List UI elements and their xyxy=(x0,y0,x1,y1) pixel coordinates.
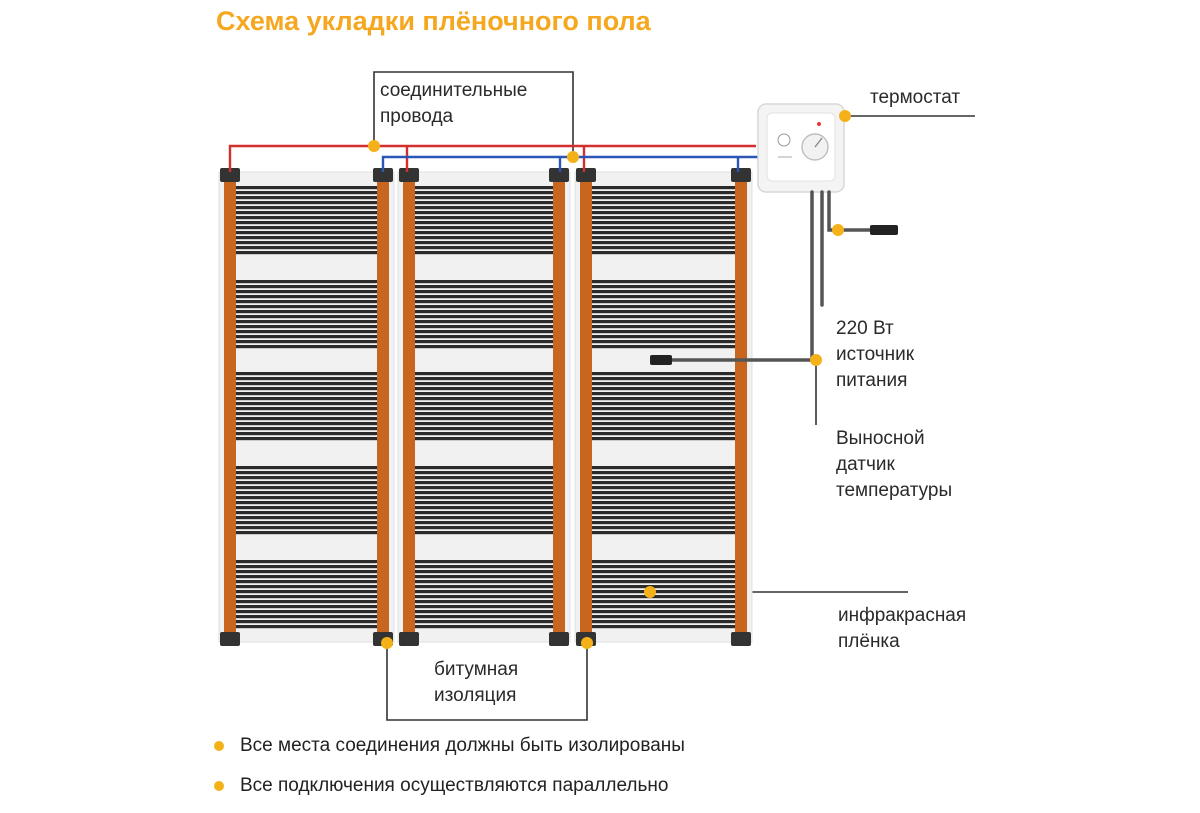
heating-band xyxy=(585,372,742,441)
marker-insulation-1 xyxy=(381,637,393,649)
insulation-label-line-1: битумная xyxy=(434,659,519,680)
callout-lines xyxy=(373,71,975,721)
markers xyxy=(368,110,851,649)
marker-power xyxy=(810,354,822,366)
phase-wire xyxy=(228,144,756,172)
power-label: 220 Вт источник питания xyxy=(836,316,914,394)
copper-bus-right xyxy=(553,176,565,638)
connecting-wires-label-line-1: соединительные xyxy=(380,80,528,101)
clamp-connector xyxy=(220,168,240,182)
heating-band xyxy=(229,466,384,535)
insulation-callout xyxy=(386,643,588,721)
heating-band xyxy=(229,186,384,255)
marker-insulation-2 xyxy=(581,637,593,649)
connecting-wires-label-line-2: провода xyxy=(380,106,454,127)
heating-band xyxy=(585,466,742,535)
heating-band xyxy=(229,280,384,349)
heating-band xyxy=(408,466,560,535)
neutral-wire xyxy=(381,155,758,172)
copper-bus-left xyxy=(403,176,415,638)
connection-wires xyxy=(228,144,758,172)
copper-bus-left xyxy=(224,176,236,638)
note-item: Все места соединения должны быть изолиро… xyxy=(214,733,685,773)
temperature-sensor-probe xyxy=(870,225,898,235)
heating-band xyxy=(408,186,560,255)
insulation-label-line-2: изоляция xyxy=(434,685,517,706)
bullet-dot-icon xyxy=(214,741,224,751)
sensor-label: Выносной датчик температуры xyxy=(836,426,952,504)
power-label-line-2: источник xyxy=(836,344,915,365)
marker-connecting-wires-2 xyxy=(567,151,579,163)
film-label-line-2: плёнка xyxy=(838,631,900,652)
copper-bus-left xyxy=(580,176,592,638)
heating-band xyxy=(408,280,560,349)
power-label-line-1: 220 Вт xyxy=(836,318,894,339)
copper-bus-right xyxy=(735,176,747,638)
note-text: Все подключения осуществляются параллель… xyxy=(240,775,669,796)
heating-band xyxy=(229,560,384,629)
connecting-wires-callout xyxy=(373,71,574,157)
clamp-connector xyxy=(576,168,596,182)
marker-sensor xyxy=(832,224,844,236)
heating-band xyxy=(408,560,560,629)
heating-band xyxy=(408,372,560,441)
clamp-connector xyxy=(373,168,393,182)
clamp-connector xyxy=(220,632,240,646)
copper-bus-right xyxy=(377,176,389,638)
sensor-label-line-3: температуры xyxy=(836,480,953,501)
heating-band xyxy=(585,560,742,629)
film-label-line-1: инфракрасная xyxy=(838,605,967,626)
heating-band xyxy=(585,280,742,349)
note-text: Все места соединения должны быть изолиро… xyxy=(240,735,685,756)
insulation-label: битумная изоляция xyxy=(434,657,518,709)
thermostat-label-text: термостат xyxy=(870,87,961,108)
marker-connecting-wires-1 xyxy=(368,140,380,152)
power-label-line-3: питания xyxy=(836,370,908,391)
power-cable-plug xyxy=(650,355,672,365)
clamp-connector xyxy=(731,168,751,182)
connecting-wires-label: соединительные провода xyxy=(380,78,527,130)
heating-band xyxy=(585,186,742,255)
bullet-dot-icon xyxy=(214,781,224,791)
clamp-connector xyxy=(549,168,569,182)
sensor-probe-cable xyxy=(827,190,874,232)
clamp-connector xyxy=(399,632,419,646)
notes-list: Все места соединения должны быть изолиро… xyxy=(214,733,685,813)
clamp-connector xyxy=(549,632,569,646)
film-label: инфракрасная плёнка xyxy=(838,603,966,655)
note-item: Все подключения осуществляются параллель… xyxy=(214,773,685,813)
diagram-title: Схема укладки плёночного пола xyxy=(216,6,651,36)
sensor-label-line-2: датчик xyxy=(836,454,895,475)
clamp-connector xyxy=(399,168,419,182)
clamp-connector xyxy=(731,632,751,646)
thermostat-device xyxy=(757,103,845,193)
infrared-film-strips xyxy=(218,168,753,646)
marker-film xyxy=(644,586,656,598)
thermostat-label: термостат xyxy=(870,85,960,111)
marker-thermostat xyxy=(839,110,851,122)
heating-band xyxy=(229,372,384,441)
sensor-label-line-1: Выносной xyxy=(836,428,925,449)
